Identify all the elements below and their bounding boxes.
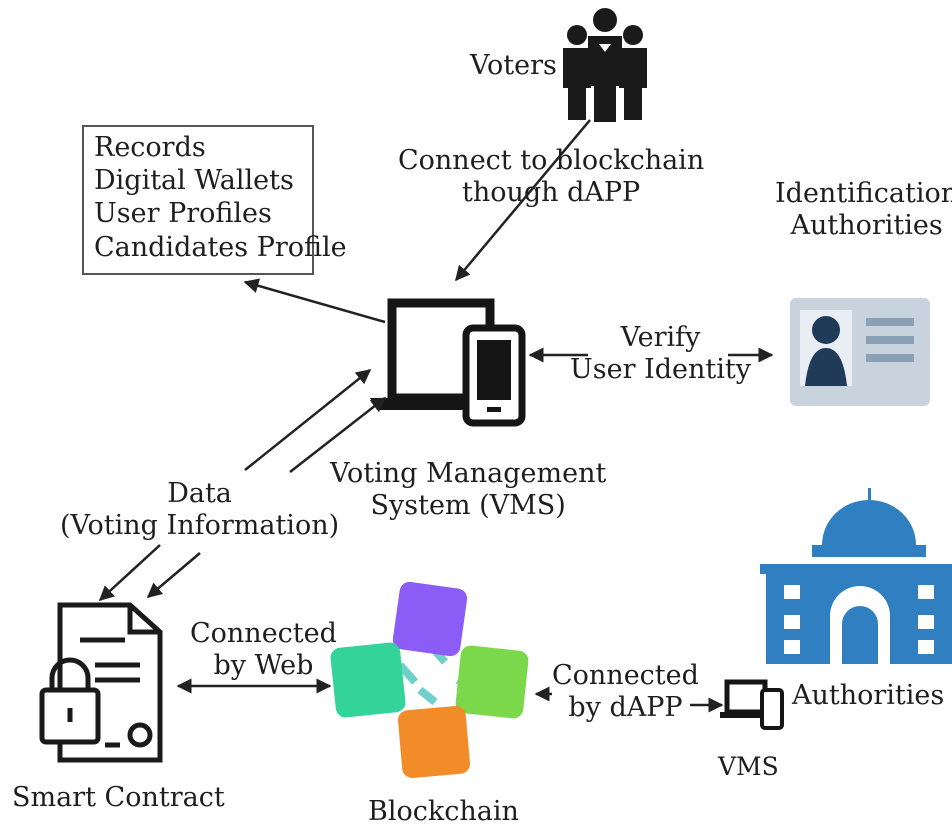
data-line-1: Data: [167, 478, 232, 509]
connect-note-line-1: Connect to blockchain: [398, 145, 705, 176]
identification-line-1: Identification: [775, 178, 952, 209]
candidates-profile-item: Candidates Profile: [94, 231, 347, 263]
connected-dapp-line-2: by dAPP: [568, 692, 683, 724]
data-line-2: (Voting Information): [60, 510, 340, 542]
data-label: Data (Voting Information): [60, 478, 339, 543]
user-profiles-item: User Profiles: [94, 198, 272, 230]
vms-small-devices-icon: [720, 679, 784, 730]
vms-main-line-2: System (VMS): [370, 490, 566, 522]
vms-main-line-1: Voting Management: [330, 458, 607, 489]
smart-contract-icon: [39, 602, 163, 763]
records-item: Records: [94, 132, 206, 163]
authorities-building-icon: [760, 488, 952, 664]
authorities-label: Authorities: [792, 680, 945, 711]
connected-web-label: Connected by Web: [190, 618, 337, 683]
blockchain-label: Blockchain: [368, 796, 519, 827]
vms-devices-icon: [370, 298, 526, 427]
verify-line-1: Verify: [620, 322, 701, 353]
arrow-data-up-1: [244, 369, 372, 471]
connect-note: Connect to blockchain though dAPP: [398, 145, 704, 210]
smart-contract-label: Smart Contract: [12, 782, 225, 813]
arrow-voters-to-vms: [455, 119, 591, 282]
identification-authorities-label: Identification Authorities: [775, 178, 952, 243]
arrow-data-up-2: [289, 397, 387, 473]
voters-label: Voters: [470, 50, 557, 81]
id-card-icon: [790, 298, 930, 406]
connect-note-line-2: though dAPP: [461, 177, 641, 209]
voters-icon: [563, 8, 647, 122]
blockchain-icon: [330, 581, 529, 779]
records-box: Records Digital Wallets User Profiles Ca…: [82, 125, 347, 275]
vms-main-label: Voting Management System (VMS): [330, 458, 606, 523]
verify-line-2: User Identity: [570, 354, 751, 386]
connected-web-line-2: by Web: [213, 650, 314, 682]
arrow-vms-to-records: [243, 278, 386, 324]
verify-identity-label: Verify User Identity: [570, 322, 751, 387]
identification-line-2: Authorities: [790, 210, 943, 242]
arrow-data-down-1: [98, 544, 161, 602]
connected-dapp-label: Connected by dAPP: [552, 660, 699, 725]
digital-wallets-item: Digital Wallets: [94, 165, 294, 197]
arrow-data-down-2: [146, 552, 201, 598]
connected-web-line-1: Connected: [190, 618, 337, 649]
vms-small-label: VMS: [718, 752, 779, 781]
connected-dapp-line-1: Connected: [552, 660, 699, 691]
